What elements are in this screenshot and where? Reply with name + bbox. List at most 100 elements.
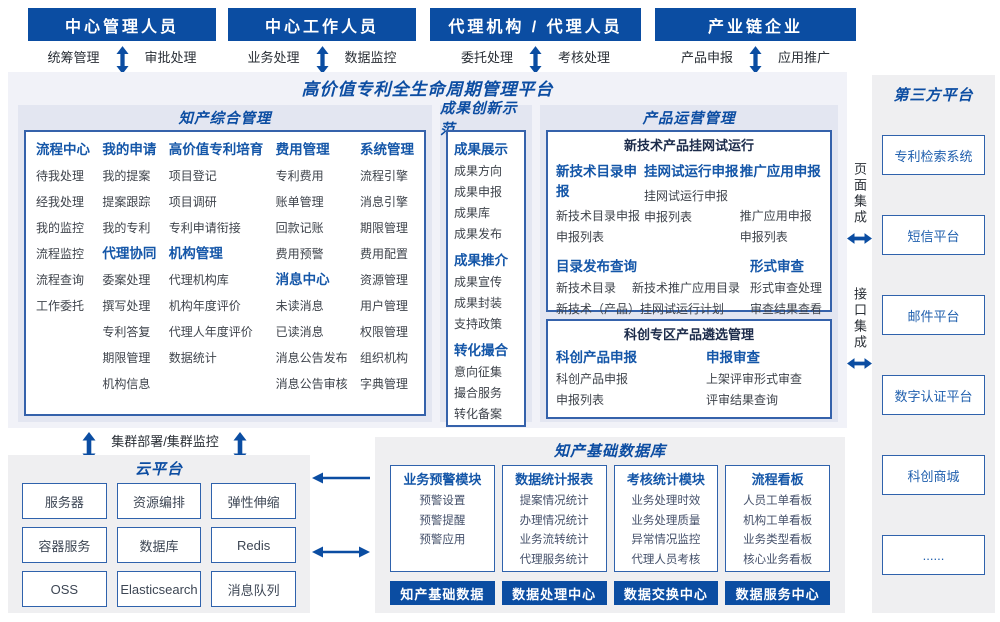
module-box: 业务预警模块 预警设置预警提醒预警应用	[390, 465, 495, 572]
menu-item: 科创产品申报	[556, 372, 629, 386]
menu-item: 我的提案	[102, 169, 151, 183]
double-arrow-horizontal-icon	[312, 546, 370, 558]
menu-item: 委案处理	[102, 273, 151, 287]
menu-item: 消息公告审核	[275, 377, 348, 391]
achievement-box: 成果展示 成果方向成果申报成果库成果发布 成果推介 成果宣传成果封装支持政策 转…	[446, 130, 526, 427]
ip-column: 我的申请 我的提案提案跟踪我的专利 代理协同 委案处理撰写处理专利答复期限管理机…	[102, 137, 156, 414]
menu-item: 审查结果查看	[749, 302, 822, 316]
menu-item: 撮合服务	[454, 386, 503, 400]
menu-item: 流程监控	[36, 247, 85, 261]
group-items: 提案情况统计办理情况统计业务流转统计代理服务统计	[503, 492, 606, 570]
achievement-group: 成果推介 成果宣传成果封装支持政策	[454, 249, 518, 335]
menu-item: 机构年度评价	[168, 299, 241, 313]
menu-item: 新技术目录申报	[556, 209, 641, 223]
cloud-service-box: 资源编排	[116, 483, 202, 519]
group-header: 科创产品申报	[556, 350, 637, 365]
menu-item: 资源管理	[359, 273, 408, 287]
group-items: 项目登记项目调研专利申请衔接	[169, 163, 264, 241]
menu-item: 业务处理质量	[631, 514, 701, 527]
menu-item: 专利申请衔接	[168, 221, 241, 235]
menu-item: 经我处理	[36, 195, 85, 209]
cloud-title: 云平台	[134, 460, 183, 478]
ip-database-area: 知产基础数据库 业务预警模块 预警设置预警提醒预警应用 知产基础数据 数据统计报…	[375, 437, 845, 613]
group-items: 代理机构库机构年度评价代理人年度评价数据统计	[169, 267, 264, 371]
group-header: 转化撮合	[454, 343, 508, 358]
group-header: 费用管理	[275, 142, 330, 157]
menu-item: 新技术推广应用目录	[632, 281, 741, 295]
third-party-title: 第三方平台	[893, 86, 974, 104]
menu-item: 申报列表	[739, 230, 788, 244]
menu-item: 新技术（产品）挂网试运行计划	[556, 302, 725, 316]
data-layer-bar: 数据服务中心	[725, 581, 830, 605]
role-action-label: 统筹管理	[47, 49, 100, 65]
menu-item: 我的专利	[102, 221, 151, 235]
achievement-group: 转化撮合 意向征集撮合服务转化备案	[454, 339, 518, 425]
menu-item: 我的监控	[36, 221, 85, 235]
group-items: 专利费用账单管理回款记账费用预警	[276, 163, 348, 267]
menu-item: 提案情况统计	[519, 495, 589, 507]
menu-item: 字典管理	[359, 377, 408, 391]
module-box: 考核统计模块 业务处理时效业务处理质量异常情况监控代理人员考核	[613, 465, 719, 572]
menu-item: 预警应用	[419, 534, 466, 546]
group-items: 成果宣传成果封装支持政策	[454, 272, 518, 335]
menu-item: 机构工单看板	[743, 514, 813, 527]
double-arrow-vertical-icon	[82, 432, 96, 462]
ip-column: 流程中心 待我处理经我处理我的监控流程监控流程查询工作委托	[36, 137, 90, 414]
role-group-center-staff: 中心工作人员 业务处理 数据监控	[228, 8, 416, 74]
menu-item: 支持政策	[454, 317, 503, 331]
section-ip-management: 知产综合管理 流程中心 待我处理经我处理我的监控流程监控流程查询工作委托 我的申…	[18, 105, 432, 422]
cluster-label: 集群部署/集群监控	[111, 434, 219, 449]
double-arrow-vertical-icon	[529, 46, 542, 74]
group-header: 数据统计报表	[515, 472, 594, 487]
group-header: 考核统计模块	[626, 472, 705, 487]
data-layer-bar: 数据交换中心	[613, 581, 719, 605]
group-header: 申报审查	[706, 350, 760, 365]
third-party-box: 短信平台	[882, 215, 985, 255]
menu-item: 业务流转统计	[519, 534, 589, 546]
menu-item: 代理机构库	[168, 273, 229, 287]
database-column: 流程看板 人员工单看板机构工单看板业务类型看板核心业务看板 数据服务中心	[725, 465, 830, 605]
group-header: 消息中心	[275, 272, 330, 287]
group-items: 未读消息已读消息消息公告发布消息公告审核	[276, 293, 348, 397]
group-header: 成果推介	[454, 253, 508, 268]
double-arrow-horizontal-icon	[847, 232, 872, 245]
group-items: 挂网试运行申报申报列表	[644, 186, 740, 228]
role-action-label: 业务处理	[247, 49, 300, 65]
group-header: 业务预警模块	[403, 472, 482, 487]
cloud-service-box: 数据库	[116, 527, 202, 563]
menu-item: 流程引擎	[359, 169, 408, 183]
menu-item: 用户管理	[359, 299, 408, 313]
cloud-service-box: 服务器	[22, 483, 107, 519]
sci-zone-box: 科创专区产品遴选管理 科创产品申报 科创产品申报申报列表 申报审查 上架评审形式…	[546, 319, 832, 419]
menu-item: 回款记账	[275, 221, 324, 235]
double-arrow-horizontal-icon	[847, 357, 872, 370]
role-banner: 代理机构 / 代理人员	[430, 8, 641, 41]
menu-item: 已读消息	[275, 325, 324, 339]
group-items: 科创产品申报申报列表	[556, 369, 706, 411]
menu-item: 成果封装	[454, 296, 503, 310]
menu-item: 工作委托	[36, 299, 85, 313]
menu-item: 代理服务统计	[519, 553, 589, 566]
database-column: 数据统计报表 提案情况统计办理情况统计业务流转统计代理服务统计 数据处理中心	[501, 465, 607, 605]
menu-item: 费用配置	[359, 247, 408, 261]
group-header: 推广应用申报	[739, 164, 821, 179]
double-arrow-vertical-icon	[115, 46, 129, 74]
role-banner: 中心工作人员	[228, 8, 416, 41]
menu-item: 成果方向	[454, 164, 503, 178]
menu-item: 办理情况统计	[519, 514, 589, 527]
trial-column: 推广应用申报 推广应用申报申报列表	[740, 162, 822, 248]
menu-item: 成果申报	[454, 185, 503, 199]
menu-item: 未读消息	[275, 299, 324, 313]
arrow-left-icon	[312, 472, 370, 484]
cloud-service-box: 容器服务	[22, 527, 107, 563]
menu-item: 账单管理	[275, 195, 324, 209]
group-header: 机构管理	[168, 246, 223, 261]
cloud-service-box: OSS	[22, 571, 107, 607]
third-party-box: 邮件平台	[882, 295, 985, 335]
section-title: 知产综合管理	[178, 111, 272, 127]
group-items: 成果方向成果申报成果库成果发布	[454, 161, 518, 245]
menu-item: 预警设置	[419, 495, 466, 507]
menu-item: 代理人员考核	[631, 553, 701, 566]
menu-item: 期限管理	[102, 351, 151, 365]
